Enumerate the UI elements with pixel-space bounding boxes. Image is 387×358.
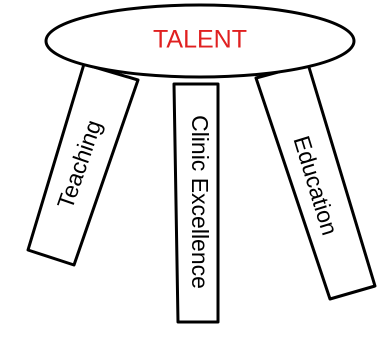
stool-seat: TALENT (46, 5, 354, 77)
leg-teaching: Teaching (28, 64, 138, 265)
seat-label: TALENT (153, 26, 247, 54)
leg-education: Education (256, 64, 375, 299)
leg-clinic-excellence: Clinic Excellence (174, 84, 218, 322)
leg-clinic-excellence-label: Clinic Excellence (187, 115, 213, 289)
